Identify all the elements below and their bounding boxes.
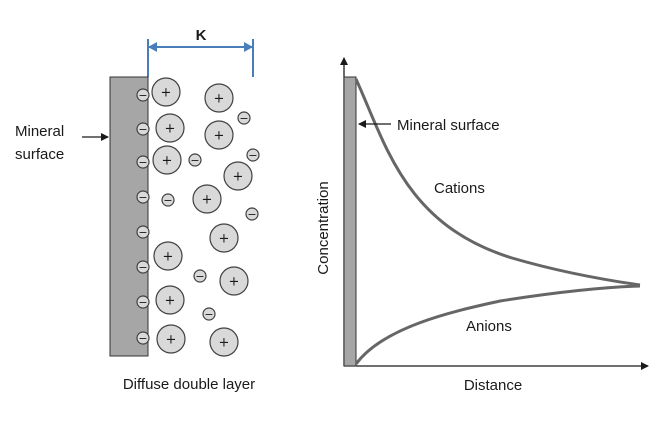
diffuse-anion (237, 111, 251, 125)
cation (155, 285, 185, 315)
surface-anion (136, 260, 150, 274)
anion-curve (354, 284, 641, 365)
cation (192, 184, 222, 214)
diffuse-anion-symbol: − (248, 149, 257, 162)
kappa-label: K (196, 27, 207, 44)
diffuse-anion (188, 153, 202, 167)
anions-label: Anions (466, 318, 512, 335)
surface-anion-symbol: − (138, 156, 147, 169)
cation (156, 324, 186, 354)
cation (209, 327, 239, 357)
cation-symbol: + (219, 336, 230, 351)
cation (153, 241, 183, 271)
diffuse-anion (202, 307, 216, 321)
cation (223, 161, 253, 191)
mineral-surface-slab (109, 76, 149, 357)
cation (204, 120, 234, 150)
surface-anion (136, 295, 150, 309)
y-axis-label: Concentration (315, 181, 332, 274)
cation-symbol: + (219, 232, 230, 247)
plot-mineral-surface-label: Mineral surface (397, 117, 500, 134)
diffuse-layer-diagram: K Mineral surface −−−−−−−−−−−−−−−+++++++… (15, 27, 260, 393)
cations-label: Cations (434, 180, 485, 197)
cation-symbol: + (166, 333, 177, 348)
cation (151, 77, 181, 107)
surface-anion-symbol: − (138, 226, 147, 239)
diffuse-layer-caption: Diffuse double layer (123, 376, 255, 393)
surface-anion-symbol: − (138, 191, 147, 204)
surface-anion (136, 122, 150, 136)
cation (155, 113, 185, 143)
diffuse-anion (193, 269, 207, 283)
diffuse-anion-symbol: − (195, 270, 204, 283)
surface-anion-symbol: − (138, 296, 147, 309)
cation-symbol: + (214, 129, 225, 144)
surface-anion-symbol: − (138, 89, 147, 102)
surface-anion (136, 88, 150, 102)
cation-symbol: + (163, 250, 174, 265)
diffuse-anion (245, 207, 259, 221)
cation (219, 266, 249, 296)
surface-anion (136, 155, 150, 169)
concentration-plot: Mineral surface Cations Anions Distance … (315, 57, 649, 394)
diffuse-anion-symbol: − (247, 208, 256, 221)
kappa-bracket (147, 39, 254, 77)
cation-symbol: + (165, 294, 176, 309)
cation (152, 145, 182, 175)
diffuse-anion-symbol: − (163, 194, 172, 207)
cation (209, 223, 239, 253)
surface-anion-symbol: − (138, 261, 147, 274)
mineral-surface-label-line1: Mineral (15, 123, 64, 140)
cation-symbol: + (229, 275, 240, 290)
diffuse-anion-symbol: − (239, 112, 248, 125)
mineral-surface-label-line2: surface (15, 146, 64, 163)
surface-anion-symbol: − (138, 123, 147, 136)
cation-symbol: + (202, 193, 213, 208)
cation-symbol: + (233, 170, 244, 185)
diffuse-anion-symbol: − (204, 308, 213, 321)
diffuse-anion (246, 148, 260, 162)
cation-symbol: + (162, 154, 173, 169)
cation-curve (354, 78, 641, 287)
cation-symbol: + (165, 122, 176, 137)
cation-symbol: + (161, 86, 172, 101)
cation-symbol: + (214, 92, 225, 107)
surface-anion (136, 331, 150, 345)
surface-anion (136, 225, 150, 239)
surface-anion-symbol: − (138, 332, 147, 345)
diffuse-anion-symbol: − (190, 154, 199, 167)
ion-cloud: −−−−−−−−−−−−−−−+++++++++++++ (136, 77, 260, 357)
surface-anion (136, 190, 150, 204)
cation (204, 83, 234, 113)
plot-mineral-surface-bar (343, 76, 357, 367)
x-axis-label: Distance (464, 377, 522, 394)
diffuse-anion (161, 193, 175, 207)
